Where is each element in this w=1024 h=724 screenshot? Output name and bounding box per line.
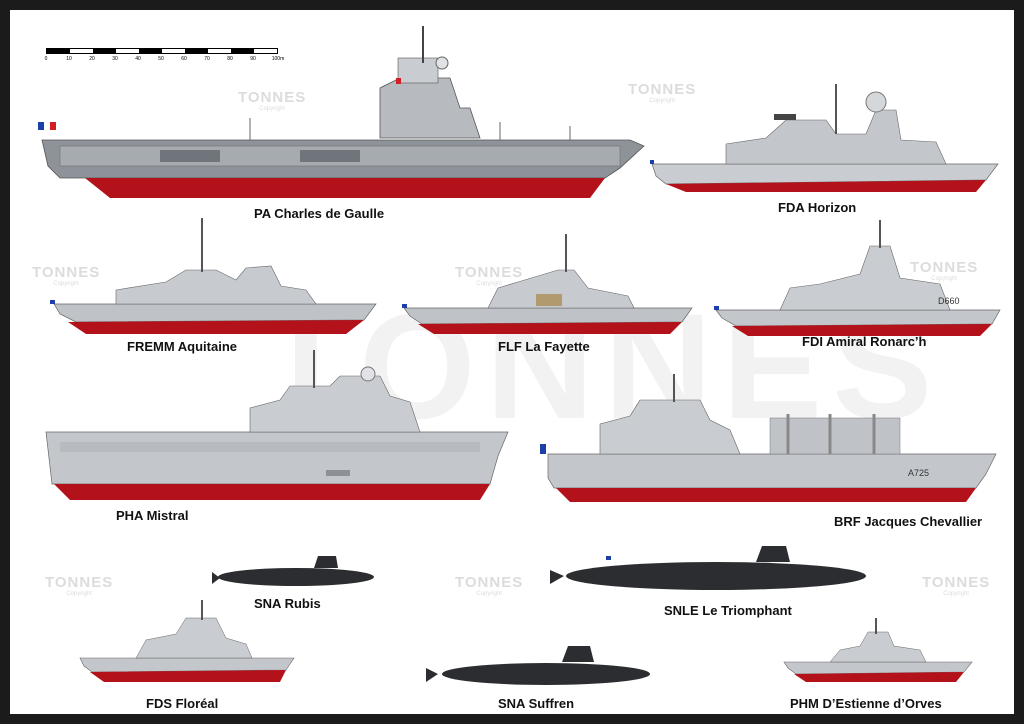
ship-sna-suffren	[426, 646, 650, 685]
ship-label: FDI Amiral Ronarc’h	[802, 334, 927, 349]
ship-snle-le-triomphant	[550, 546, 866, 590]
ship-brf-jacques-chevallier: A725	[540, 374, 997, 502]
scale-bar: 0 10 20 30 40 50 60 70 80 90 100m	[45, 48, 286, 78]
ship-label: SNA Suffren	[498, 696, 575, 711]
ship-label: PA Charles de Gaulle	[254, 206, 385, 221]
ship-label: FLF La Fayette	[498, 339, 590, 354]
ship-label: FREMM Aquitaine	[127, 339, 238, 354]
ship-label: PHM D’Estienne d’Orves	[790, 696, 942, 711]
ship-pha-mistral	[45, 350, 509, 500]
ship-fda-horizon	[650, 84, 999, 192]
ship-label: BRF Jacques Chevallier	[834, 514, 983, 529]
ship-fds-floreal	[79, 600, 295, 682]
ship-flf-la-fayette	[402, 234, 693, 334]
ship-fdi-amiral-ronarch: D660	[714, 220, 1001, 336]
ship-sna-rubis	[212, 556, 374, 586]
hull-number-fdi: D660	[938, 296, 960, 306]
ship-label: FDA Horizon	[778, 200, 857, 215]
ship-phm-destienne-dorves	[783, 618, 973, 682]
ship-charles-de-gaulle	[38, 26, 645, 198]
ship-fremm-aquitaine	[50, 218, 377, 334]
hull-number-brf: A725	[908, 468, 929, 478]
ship-label: PHA Mistral	[116, 508, 189, 523]
ship-label: SNA Rubis	[254, 596, 321, 611]
ship-label: SNLE Le Triomphant	[664, 603, 792, 618]
ship-label: FDS Floréal	[146, 696, 219, 711]
